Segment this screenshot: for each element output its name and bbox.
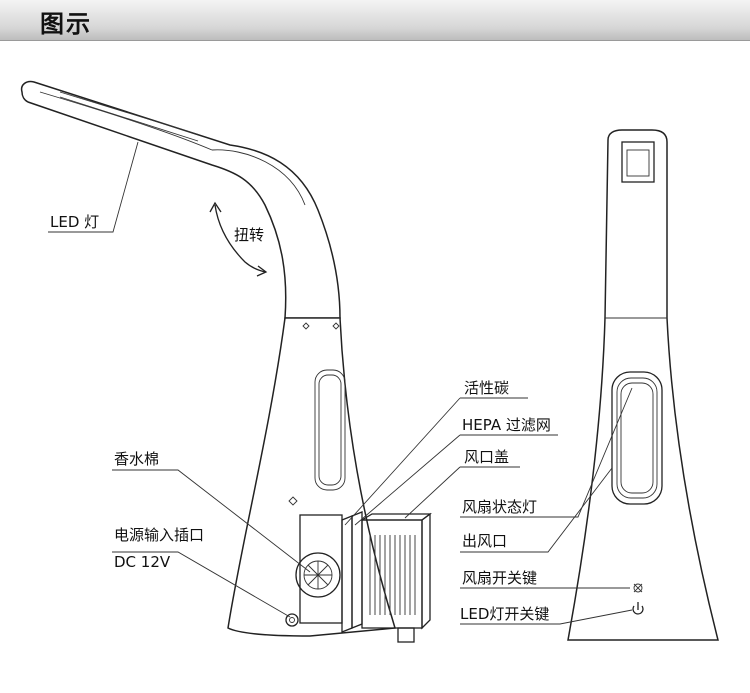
vent-cover-label: 风口盖 — [464, 448, 509, 466]
fragrance-label: 香水棉 — [114, 450, 159, 468]
hepa-label: HEPA 过滤网 — [462, 416, 551, 434]
dc-label: DC 12V — [114, 553, 171, 571]
right-lamp-drawing — [567, 129, 719, 641]
power-input-label: 电源输入插口 — [114, 526, 204, 544]
page-title: 图示 — [40, 10, 92, 38]
rotate-label: 扭转 — [234, 226, 264, 244]
led-switch-label: LED灯开关键 — [460, 605, 549, 623]
fan-switch-label: 风扇开关键 — [462, 569, 537, 587]
header-bar: 图示 — [0, 0, 750, 41]
fan-status-label: 风扇状态灯 — [462, 498, 537, 516]
led-label: LED 灯 — [50, 213, 99, 231]
leader-lines — [48, 141, 633, 625]
left-lamp-drawing — [20, 80, 432, 643]
outlet-label: 出风口 — [462, 532, 507, 550]
carbon-label: 活性碳 — [464, 379, 509, 397]
